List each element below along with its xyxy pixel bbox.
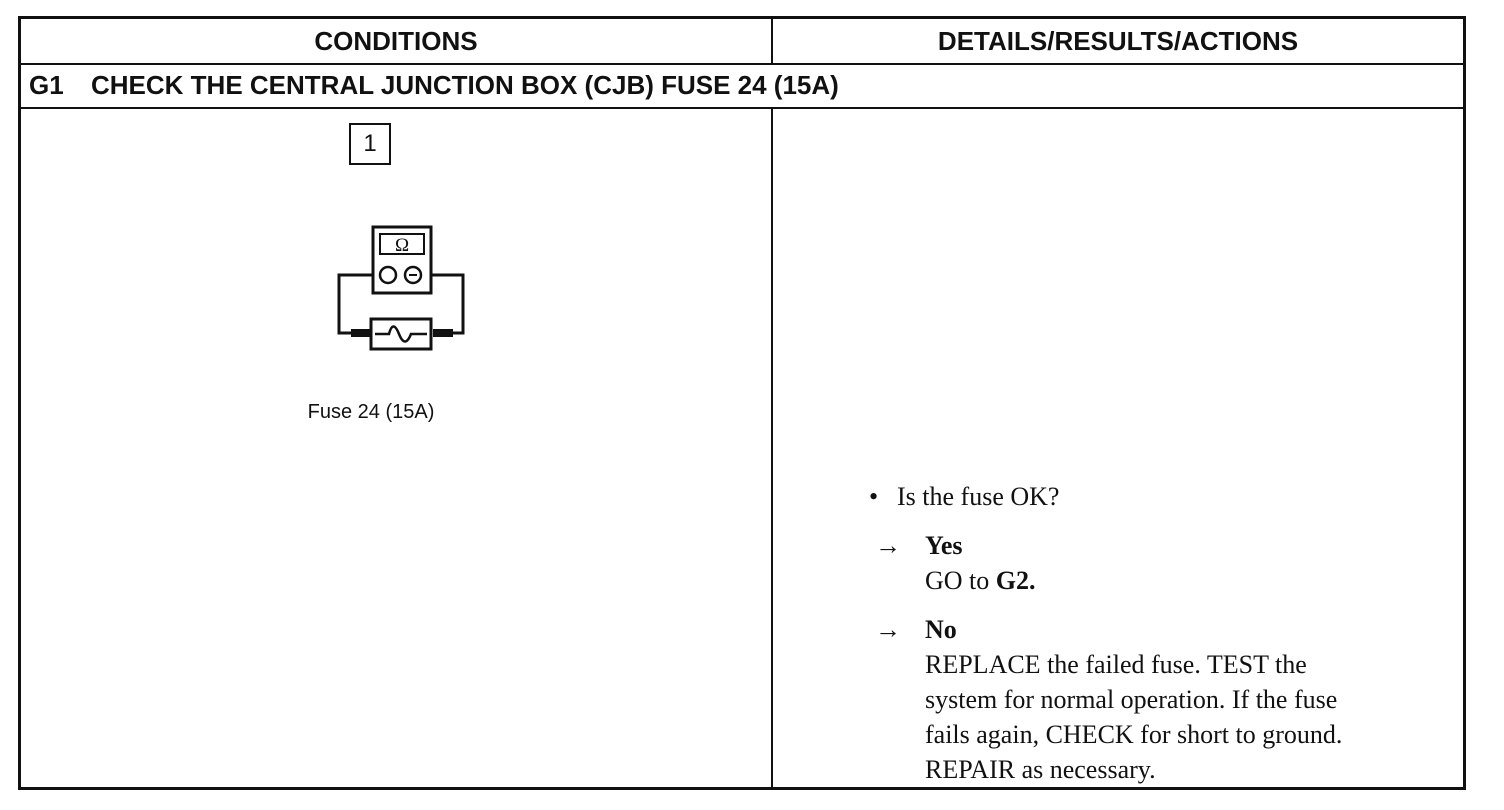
answer-no: → No REPLACE the failed fuse. TEST the s… bbox=[867, 612, 1427, 787]
answer-yes: → Yes GO to G2. bbox=[867, 528, 1427, 598]
bullet-icon: • bbox=[869, 482, 879, 511]
figure-caption: Fuse 24 (15A) bbox=[307, 401, 435, 423]
step-id: G1 bbox=[29, 70, 64, 100]
step-title: CHECK THE CENTRAL JUNCTION BOX (CJB) FUS… bbox=[91, 70, 839, 100]
fuse-element bbox=[375, 325, 427, 343]
meter-display bbox=[379, 233, 425, 255]
question-item: • Is the fuse OK? bbox=[867, 479, 1427, 514]
positive-terminal bbox=[378, 265, 398, 285]
details-content: • Is the fuse OK? → Yes GO to G2. → No R… bbox=[867, 479, 1427, 801]
answer-yes-action: GO to G2. bbox=[925, 563, 1427, 598]
details-column-header: DETAILS/RESULTS/ACTIONS bbox=[937, 26, 1299, 56]
step-heading-row: G1 CHECK THE CENTRAL JUNCTION BOX (CJB) … bbox=[21, 63, 1463, 109]
answer-no-label: No bbox=[925, 615, 957, 644]
table-header-row: CONDITIONS DETAILS/RESULTS/ACTIONS bbox=[21, 19, 1463, 65]
answer-yes-action-text: GO to bbox=[925, 566, 996, 595]
diagnostic-table: CONDITIONS DETAILS/RESULTS/ACTIONS G1 CH… bbox=[18, 16, 1466, 790]
step-number-badge: 1 bbox=[349, 123, 391, 165]
question-text: Is the fuse OK? bbox=[897, 482, 1060, 511]
probe-tip-left bbox=[351, 329, 371, 337]
ohm-symbol: Ω bbox=[395, 235, 409, 256]
step-body: 1 Ω Fuse 24 (15A) • Is th bbox=[21, 109, 1463, 787]
probe-tip-right bbox=[433, 329, 453, 337]
test-lead-left bbox=[337, 273, 373, 335]
answer-yes-label: Yes bbox=[925, 531, 963, 560]
column-divider bbox=[771, 19, 773, 63]
test-lead-right bbox=[431, 273, 465, 335]
column-divider bbox=[771, 109, 773, 787]
arrow-right-icon: → bbox=[875, 531, 901, 560]
arrow-right-icon: → bbox=[875, 615, 901, 644]
ohmmeter-fuse-test-icon: Ω bbox=[337, 225, 465, 351]
answer-no-action-line: REPLACE the failed fuse. TEST the bbox=[925, 650, 1307, 679]
conditions-column-header: CONDITIONS bbox=[314, 26, 478, 56]
answer-no-action-line: fails again, CHECK for short to ground. bbox=[925, 720, 1343, 749]
answer-yes-target: G2. bbox=[995, 566, 1036, 595]
answer-no-action-line: REPAIR as necessary. bbox=[925, 755, 1156, 784]
answer-no-action-line: system for normal operation. If the fuse bbox=[925, 685, 1338, 714]
